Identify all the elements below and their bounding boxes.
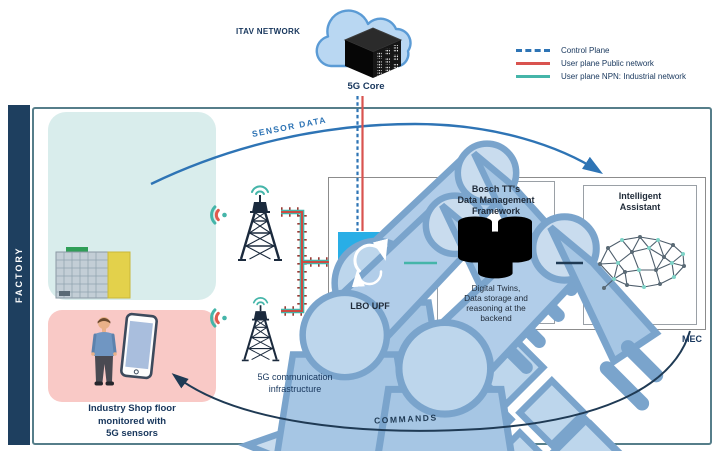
itav-network-label: ITAV NETWORK	[236, 27, 301, 36]
industrial-track-link	[281, 207, 329, 316]
shop-floor-caption: Industry Shop floor monitored with 5G se…	[88, 403, 176, 439]
bosch-framework-caption: Digital Twins, Data storage and reasonin…	[464, 283, 528, 323]
mec-label: MEC	[682, 334, 702, 344]
legend-item-npn-network: User plane NPN: Industrial network	[516, 70, 686, 83]
5g-core-label: 5G Core	[347, 81, 385, 92]
sensor-data-arrow	[150, 122, 604, 186]
red-line-swatch	[516, 62, 550, 65]
legend: Control Plane User plane Public network …	[516, 44, 686, 83]
dashed-line-swatch	[516, 49, 550, 52]
control-cabinet-icon	[55, 247, 131, 299]
worker-icon	[91, 317, 117, 386]
commands-arrow	[171, 330, 691, 432]
bosch-framework-title: Bosch TT's Data Management Framework	[457, 184, 535, 216]
smartphone-icon	[120, 312, 158, 380]
wireless-signal-icon	[210, 308, 229, 328]
cell-tower-icon	[241, 296, 281, 362]
5g-core-server-icon	[343, 27, 403, 78]
lbo-upf-label: LBO UPF	[350, 301, 390, 311]
teal-line-swatch	[516, 75, 550, 78]
intelligent-assistant-title: Intelligent Assistant	[618, 191, 662, 212]
5g-infrastructure-caption: 5G communication infrastructure	[257, 372, 333, 394]
cell-tower-icon	[237, 185, 283, 262]
neural-network-icon	[598, 235, 686, 290]
loop-icon	[351, 238, 388, 288]
legend-item-control-plane: Control Plane	[516, 44, 686, 57]
wireless-signal-icon	[210, 205, 229, 225]
legend-item-public-network: User plane Public network	[516, 57, 686, 70]
factory-side-bar: FACTORY	[8, 105, 30, 445]
